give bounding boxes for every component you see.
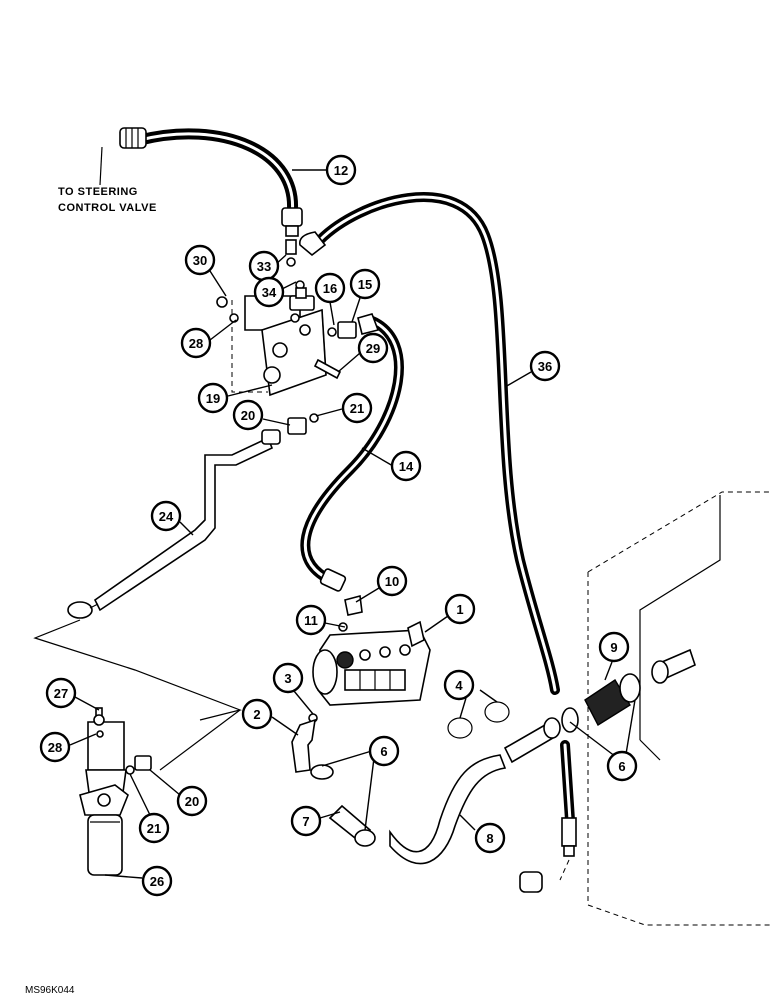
callout-28: 28 xyxy=(180,327,212,359)
callout-14: 14 xyxy=(390,450,422,482)
annotation-line-1: TO STEERING xyxy=(58,186,138,198)
svg-text:1: 1 xyxy=(456,602,463,617)
svg-text:10: 10 xyxy=(385,574,399,589)
callout-6: 6 xyxy=(606,750,638,782)
svg-text:26: 26 xyxy=(150,874,164,889)
callout-4: 4 xyxy=(443,669,475,701)
callout-24: 24 xyxy=(150,500,182,532)
svg-text:27: 27 xyxy=(54,686,68,701)
svg-text:14: 14 xyxy=(399,459,414,474)
hose-14 xyxy=(300,315,404,616)
svg-text:2: 2 xyxy=(253,707,260,722)
callout-21: 21 xyxy=(341,392,373,424)
callout-21: 21 xyxy=(138,812,170,844)
callout-34: 34 xyxy=(253,276,285,308)
callout-30: 30 xyxy=(184,244,216,276)
svg-text:8: 8 xyxy=(486,831,493,846)
hose-36 xyxy=(298,192,577,893)
tube-24 xyxy=(67,429,281,619)
svg-text:4: 4 xyxy=(455,678,463,693)
svg-text:24: 24 xyxy=(159,509,174,524)
callout-11: 11 xyxy=(295,604,327,636)
svg-text:36: 36 xyxy=(538,359,552,374)
callout-33: 33 xyxy=(248,250,280,282)
reservoir-outline xyxy=(587,491,772,926)
callout-26: 26 xyxy=(141,865,173,897)
callout-16: 16 xyxy=(314,272,346,304)
svg-text:12: 12 xyxy=(334,163,348,178)
svg-text:20: 20 xyxy=(185,794,199,809)
annotation-line-2: CONTROL VALVE xyxy=(58,202,157,214)
callout-9: 9 xyxy=(598,631,630,663)
svg-text:33: 33 xyxy=(257,259,271,274)
svg-text:21: 21 xyxy=(147,821,161,836)
callout-29: 29 xyxy=(357,332,389,364)
callout-20: 20 xyxy=(232,399,264,431)
svg-text:3: 3 xyxy=(284,671,291,686)
callout-2: 2 xyxy=(241,698,273,730)
svg-text:21: 21 xyxy=(350,401,364,416)
leader-lines xyxy=(69,169,636,879)
callout-3: 3 xyxy=(272,662,304,694)
svg-text:28: 28 xyxy=(189,336,203,351)
suction-fittings xyxy=(291,701,561,865)
callout-10: 10 xyxy=(376,565,408,597)
callout-1: 1 xyxy=(444,593,476,625)
svg-text:28: 28 xyxy=(48,740,62,755)
callout-7: 7 xyxy=(290,805,322,837)
svg-text:16: 16 xyxy=(323,281,337,296)
svg-text:6: 6 xyxy=(618,759,625,774)
callout-20: 20 xyxy=(176,785,208,817)
svg-text:6: 6 xyxy=(380,744,387,759)
svg-text:11: 11 xyxy=(304,613,318,628)
svg-text:34: 34 xyxy=(262,285,277,300)
inlet-hose xyxy=(561,648,696,733)
callout-36: 36 xyxy=(529,350,561,382)
figure-id: MS96K044 xyxy=(25,985,75,996)
svg-text:15: 15 xyxy=(358,277,372,292)
svg-text:19: 19 xyxy=(206,391,220,406)
svg-text:20: 20 xyxy=(241,408,255,423)
svg-text:30: 30 xyxy=(193,253,207,268)
callout-8: 8 xyxy=(474,822,506,854)
hose-12 xyxy=(99,127,303,237)
callout-19: 19 xyxy=(197,382,229,414)
callout-28: 28 xyxy=(39,731,71,763)
hydraulic-pump xyxy=(308,620,431,723)
svg-text:29: 29 xyxy=(366,341,380,356)
svg-text:7: 7 xyxy=(302,814,309,829)
callout-12: 12 xyxy=(325,154,357,186)
priority-valve xyxy=(216,239,380,435)
svg-text:9: 9 xyxy=(610,640,617,655)
callout-6: 6 xyxy=(368,735,400,767)
callout-15: 15 xyxy=(349,268,381,300)
callout-27: 27 xyxy=(45,677,77,709)
filter-assembly xyxy=(33,619,242,876)
